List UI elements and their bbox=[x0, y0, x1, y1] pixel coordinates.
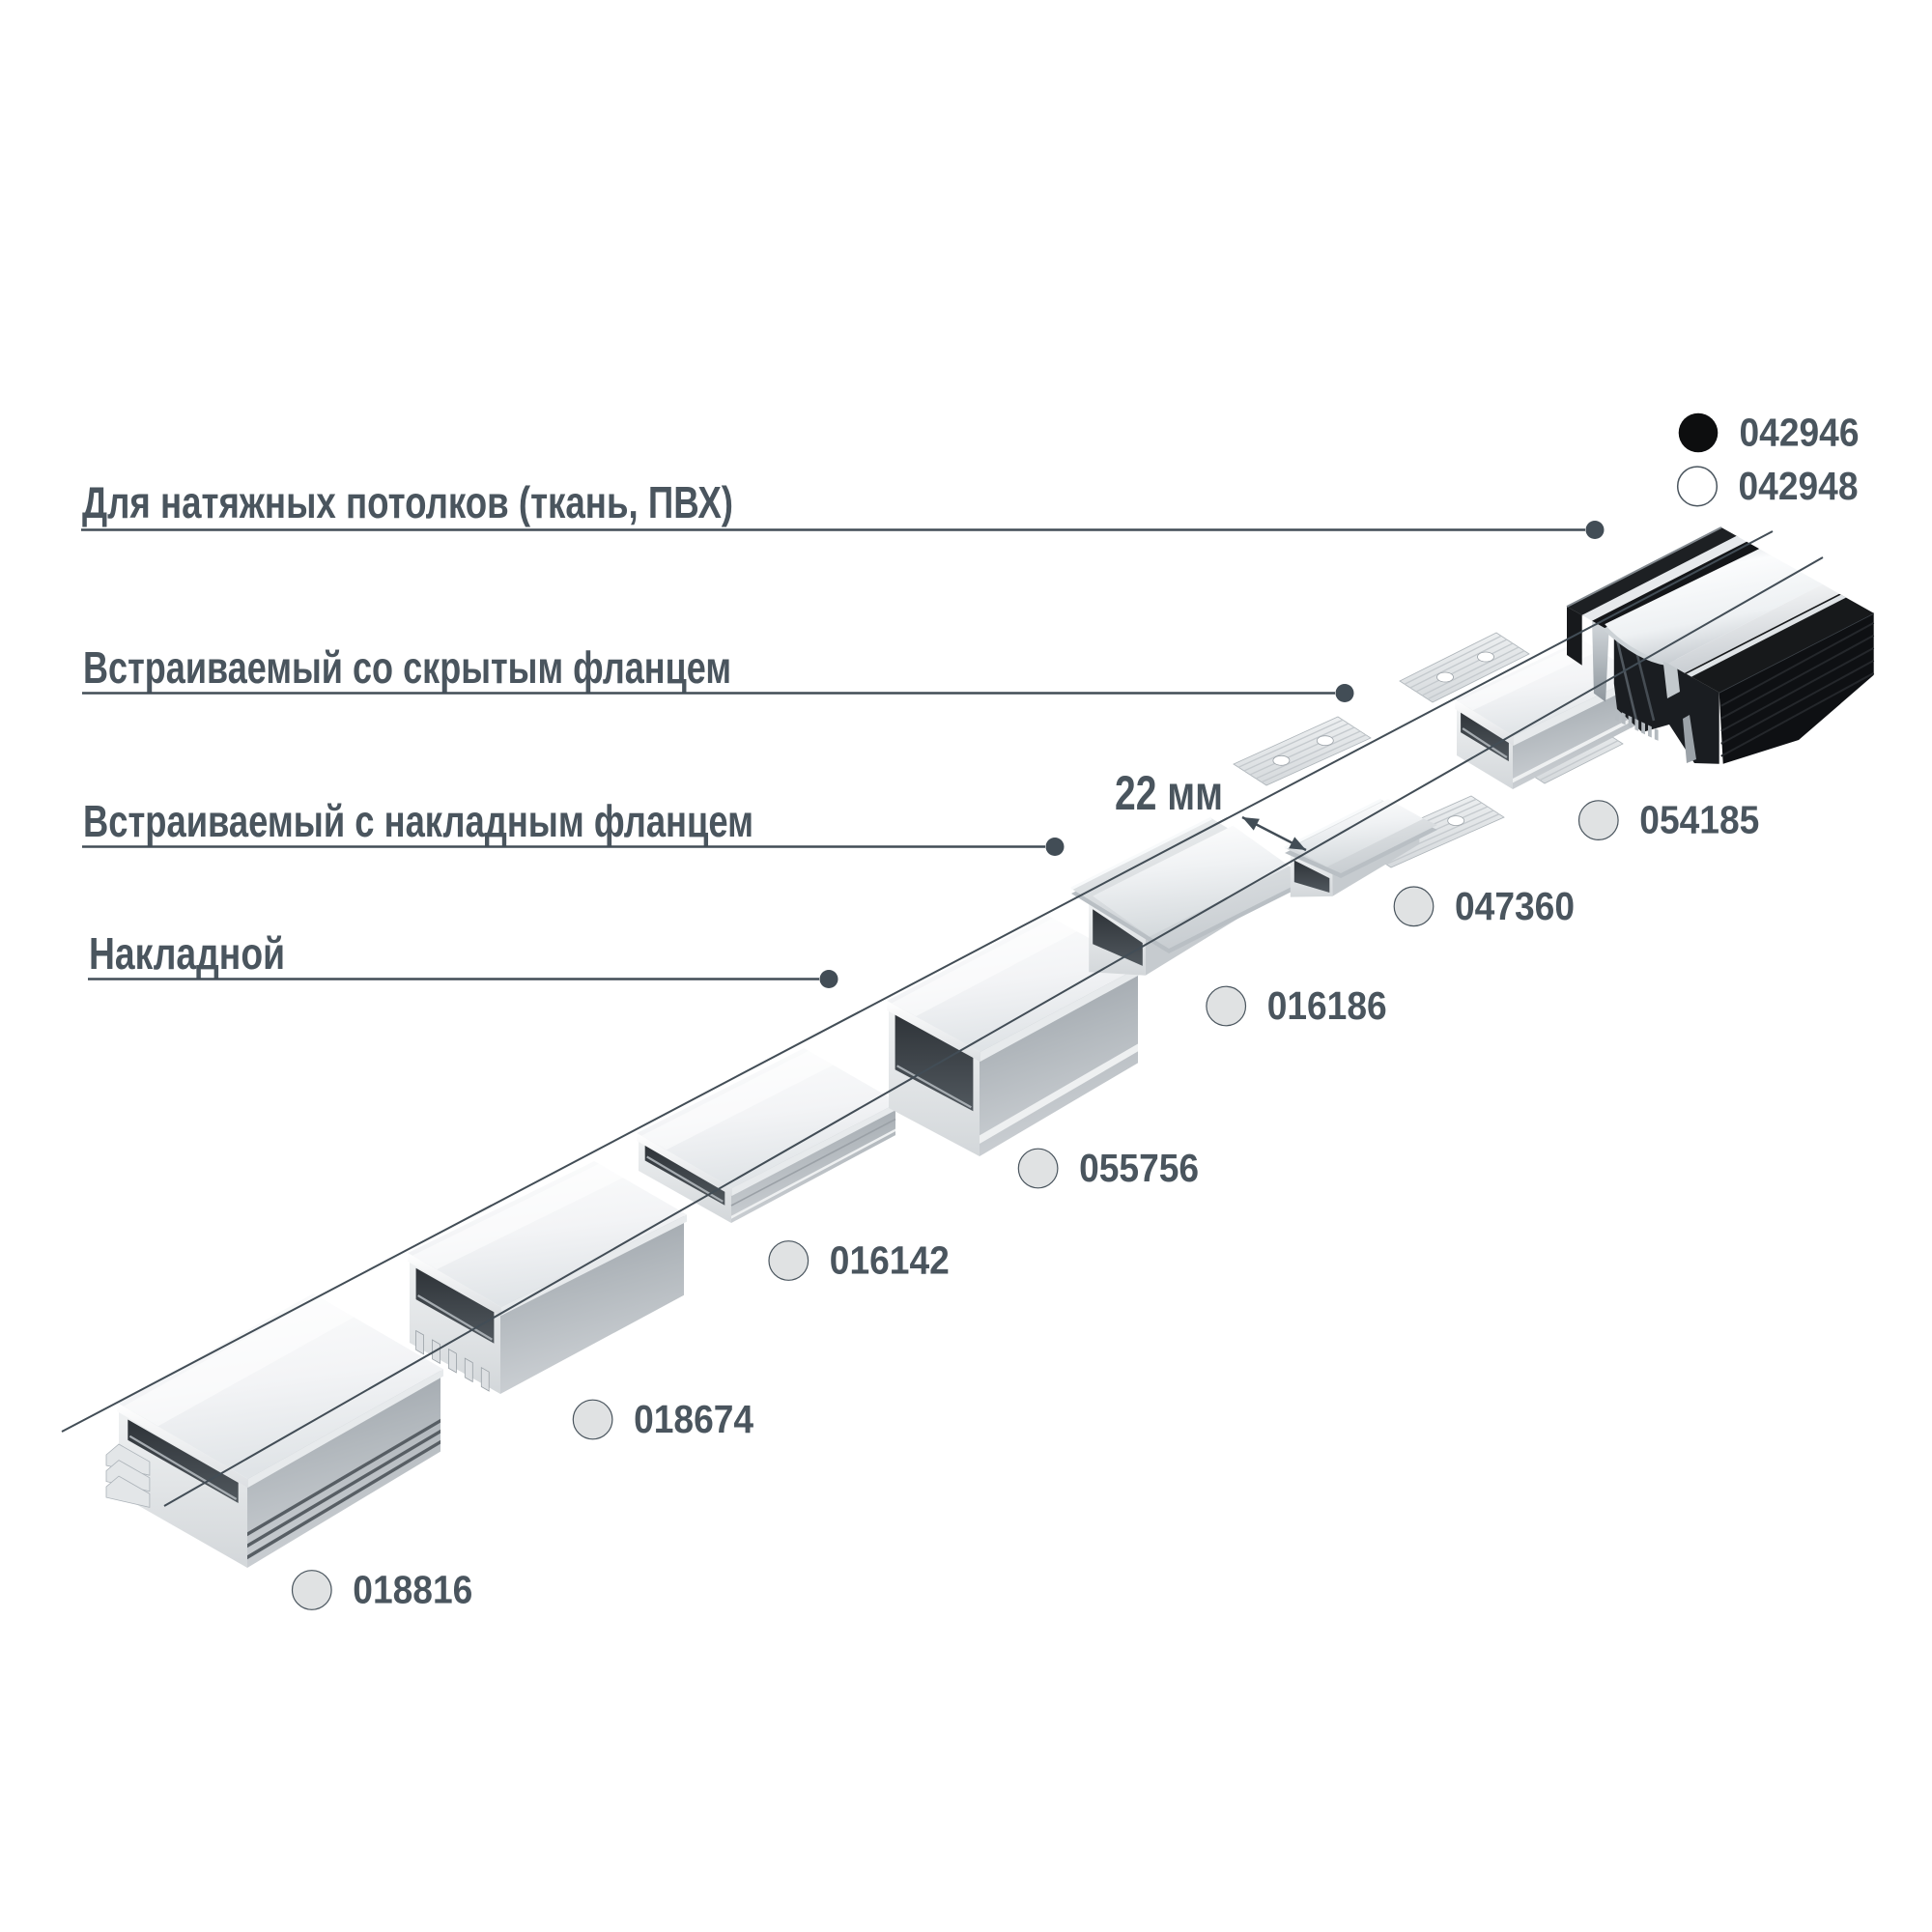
svg-text:055756: 055756 bbox=[1079, 1146, 1199, 1190]
svg-text:Для натяжных потолков (ткань,: Для натяжных потолков (ткань, ПВХ) bbox=[82, 477, 733, 527]
svg-text:047360: 047360 bbox=[1455, 884, 1575, 928]
svg-text:016142: 016142 bbox=[830, 1238, 950, 1283]
svg-text:016186: 016186 bbox=[1267, 983, 1387, 1028]
svg-text:Накладной: Накладной bbox=[89, 928, 285, 979]
svg-text:042946: 042946 bbox=[1740, 411, 1860, 455]
svg-text:22 мм: 22 мм bbox=[1115, 766, 1223, 820]
svg-text:054185: 054185 bbox=[1639, 798, 1759, 842]
svg-text:Встраиваемый с накладным фланц: Встраиваемый с накладным фланцем bbox=[83, 796, 753, 846]
svg-text:042948: 042948 bbox=[1739, 464, 1859, 508]
svg-text:018674: 018674 bbox=[634, 1397, 753, 1441]
svg-text:Встраиваемый со скрытым фланце: Встраиваемый со скрытым фланцем bbox=[83, 642, 731, 693]
svg-text:018816: 018816 bbox=[353, 1568, 472, 1612]
